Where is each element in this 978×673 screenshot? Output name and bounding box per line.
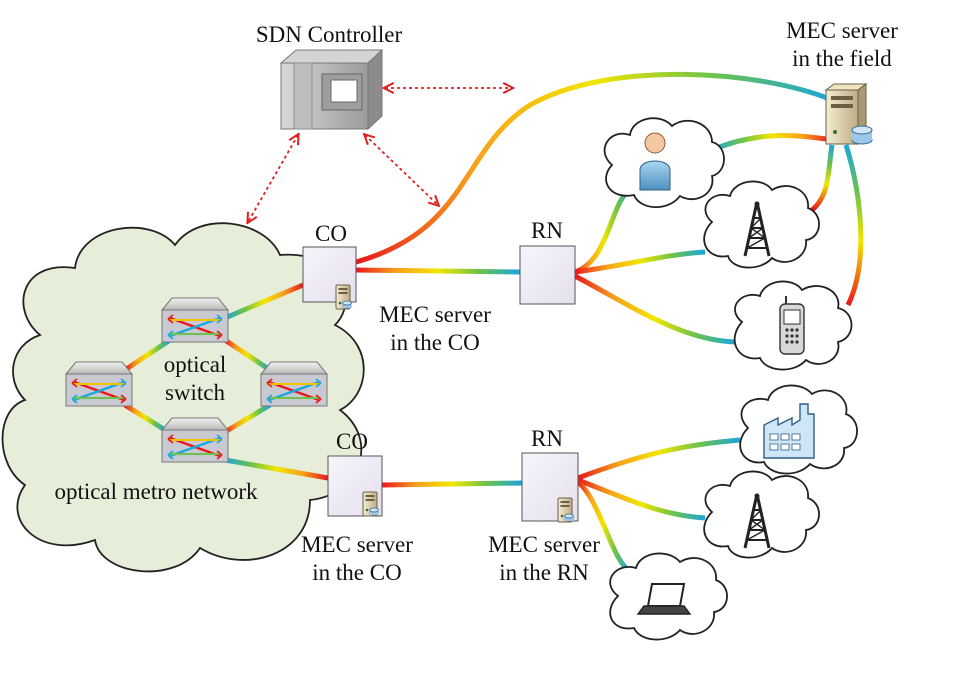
sdn-controller-icon (279, 48, 384, 131)
server-icon (362, 491, 379, 517)
co-top-label: CO (315, 221, 347, 246)
tower-cloud-bottom (703, 470, 820, 559)
control-link (365, 135, 438, 205)
mec-co-bottom-label-line1: MEC server (301, 532, 413, 557)
optical-switch-icon (259, 360, 329, 408)
fiber-links (123, 71, 864, 572)
mec-rn-label-line1: MEC server (488, 532, 600, 557)
mec-co-top-label-line2: in the CO (390, 330, 479, 355)
phone-cloud (733, 280, 853, 371)
server-icon (557, 497, 574, 523)
fiber-link (573, 273, 736, 345)
fiber-link (224, 457, 329, 481)
rn-top-label: RN (531, 218, 563, 243)
mec-field-label-line2: in the field (792, 46, 892, 71)
fiber-link (123, 402, 167, 433)
fiber-link (224, 282, 304, 321)
user-icon (639, 132, 671, 191)
sdn-control-links (248, 88, 512, 222)
fiber-link (223, 337, 272, 373)
co-bottom-label: CO (336, 429, 368, 454)
factory-icon (763, 403, 815, 459)
fiber-link (381, 480, 523, 488)
sdn-controller-label: SDN Controller (256, 22, 403, 47)
fiber-link (123, 337, 172, 373)
fiber-link (223, 402, 272, 435)
fiber-link (843, 144, 864, 307)
fiber-link (577, 437, 741, 481)
mec-field-server-icon (824, 83, 873, 145)
fiber-link (577, 477, 706, 521)
fiber-link (576, 480, 630, 572)
laptop-cloud (609, 552, 728, 641)
fiber-link (810, 144, 835, 212)
factory-cloud (739, 384, 858, 475)
tower-cloud-top (703, 180, 820, 269)
rn-bottom-label: RN (531, 426, 563, 451)
laptop-icon (636, 583, 692, 615)
control-link (248, 135, 298, 222)
mec-co-bottom-label-line2: in the CO (312, 560, 401, 585)
fiber-link (574, 249, 706, 275)
metro-network-label: optical metro network (54, 479, 258, 504)
optical-switch-icon (160, 416, 230, 464)
server-icon (335, 284, 352, 310)
mec-field-label-line1: MEC server (786, 18, 898, 43)
fiber-link (711, 133, 833, 153)
optical-switch-label-line1: optical (164, 352, 227, 377)
mec-co-top-label-line1: MEC server (379, 302, 491, 327)
fiber-link (574, 185, 634, 275)
fiber-link (355, 71, 833, 265)
user-cloud (603, 117, 725, 209)
optical-switch-label-line2: switch (165, 380, 226, 405)
fiber-link (355, 267, 521, 275)
optical-switch-icon (64, 360, 134, 408)
rn-node-top (519, 245, 576, 305)
mobile-phone-icon (779, 296, 805, 355)
optical-switch-icon (160, 296, 230, 344)
mec-rn-label-line2: in the RN (499, 560, 589, 585)
